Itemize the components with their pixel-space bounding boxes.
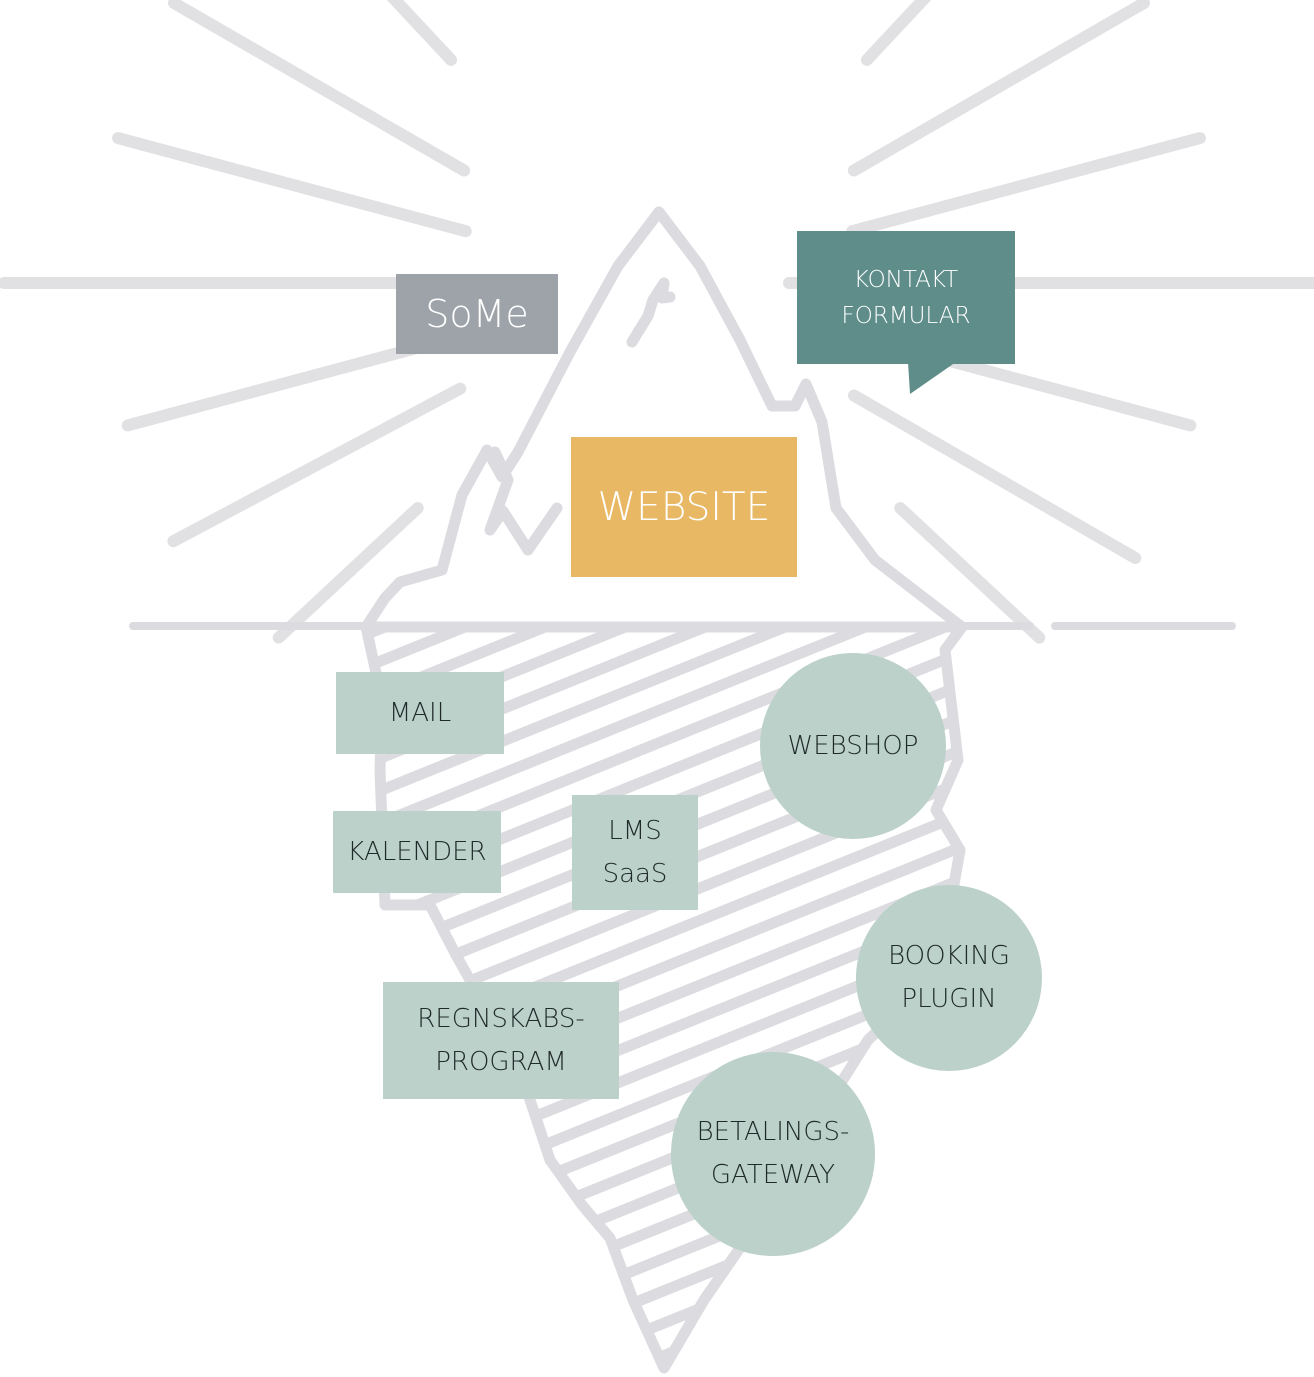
sunburst-ray-18: [894, 502, 1046, 644]
lms-label-line-2: SaaS: [602, 858, 668, 889]
speech-bubble-tail-icon: [908, 362, 956, 394]
some-box: SoMe: [396, 274, 558, 354]
kalender-box: KALENDER: [333, 811, 501, 893]
lms-saas-box: LMS SaaS: [572, 795, 698, 910]
sunburst-ray-14: [847, 389, 1142, 564]
sunburst-ray-17: [272, 502, 424, 644]
booking-plugin-circle: BOOKING PLUGIN: [856, 885, 1042, 1071]
kalender-label: KALENDER: [347, 836, 487, 867]
betaling-label-line-1: BETALINGS-: [696, 1117, 850, 1147]
sunburst-ray-10: [847, 0, 1150, 177]
lms-label-line-1: LMS: [608, 815, 662, 846]
booking-label-line-1: BOOKING: [888, 941, 1010, 971]
iceberg-tip-icon: [360, 206, 968, 633]
kontakt-label-line-1: KONTAKT: [853, 266, 959, 293]
sunburst-ray-9: [861, 0, 932, 66]
website-box: WEBSITE: [571, 437, 797, 577]
regnskab-label-line-2: PROGRAM: [435, 1046, 567, 1077]
webshop-label: WEBSHOP: [787, 730, 919, 761]
some-label: SoMe: [425, 292, 529, 336]
regnskab-label-line-1: REGNSKABS-: [417, 1003, 585, 1034]
webshop-circle: WEBSHOP: [760, 653, 946, 839]
betaling-label-line-2: GATEWAY: [710, 1160, 836, 1190]
regnskabsprogram-box: REGNSKABS- PROGRAM: [383, 982, 619, 1099]
kontakt-label-line-2: FORMULAR: [841, 302, 971, 329]
sunburst-ray-2: [168, 0, 471, 177]
sunburst-ray-1: [112, 132, 472, 238]
mail-box: MAIL: [336, 672, 504, 754]
sunburst-ray-15: [167, 382, 467, 548]
booking-label-line-2: PLUGIN: [901, 984, 997, 1014]
sunburst-ray-3: [386, 0, 457, 66]
kontakt-formular-bubble: KONTAKT FORMULAR: [797, 231, 1015, 364]
website-label: WEBSITE: [597, 484, 771, 530]
mail-label: MAIL: [388, 697, 452, 728]
betalingsgateway-circle: BETALINGS- GATEWAY: [671, 1052, 875, 1256]
sunburst-ray-11: [846, 132, 1206, 238]
